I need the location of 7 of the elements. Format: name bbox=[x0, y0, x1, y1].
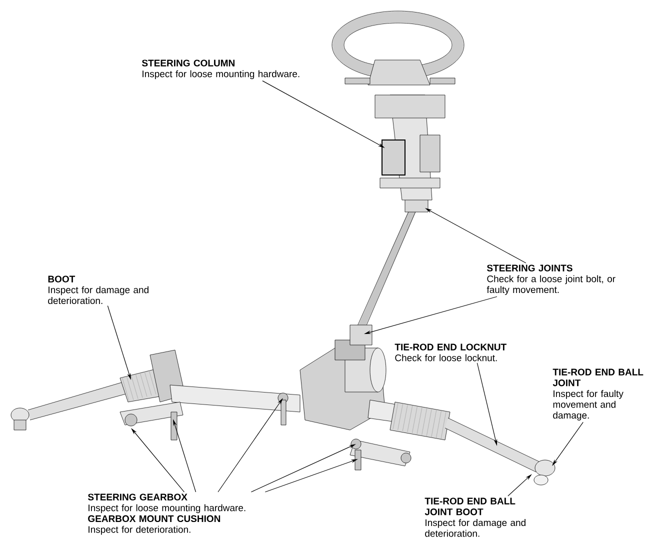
callout-text: STEERING COLUMN Inspect for loose mounting hardware. bbox=[142, 60, 300, 80]
callout-text: STEERING JOINTS Check for a loose joint bolt, or faulty movement. bbox=[486, 264, 616, 295]
callout-text: BOOT Inspect for damage and deterioration. bbox=[48, 276, 148, 304]
callout-text: STEERING GEARBOX Inspect for loose mounting hardware. GEARBOX MOUNT CUSHION Inspect for deterioration. bbox=[88, 494, 246, 535]
callout-text: TIE-ROD END BALL JOINT Inspect for faulty movement and damage. bbox=[552, 368, 644, 421]
callout-text: TIE-ROD END LOCKNUT Check for loose locknut. bbox=[394, 344, 506, 362]
callout-text: TIE-ROD END BALL JOINT BOOT Inspect for damage and deterioration. bbox=[424, 498, 526, 537]
